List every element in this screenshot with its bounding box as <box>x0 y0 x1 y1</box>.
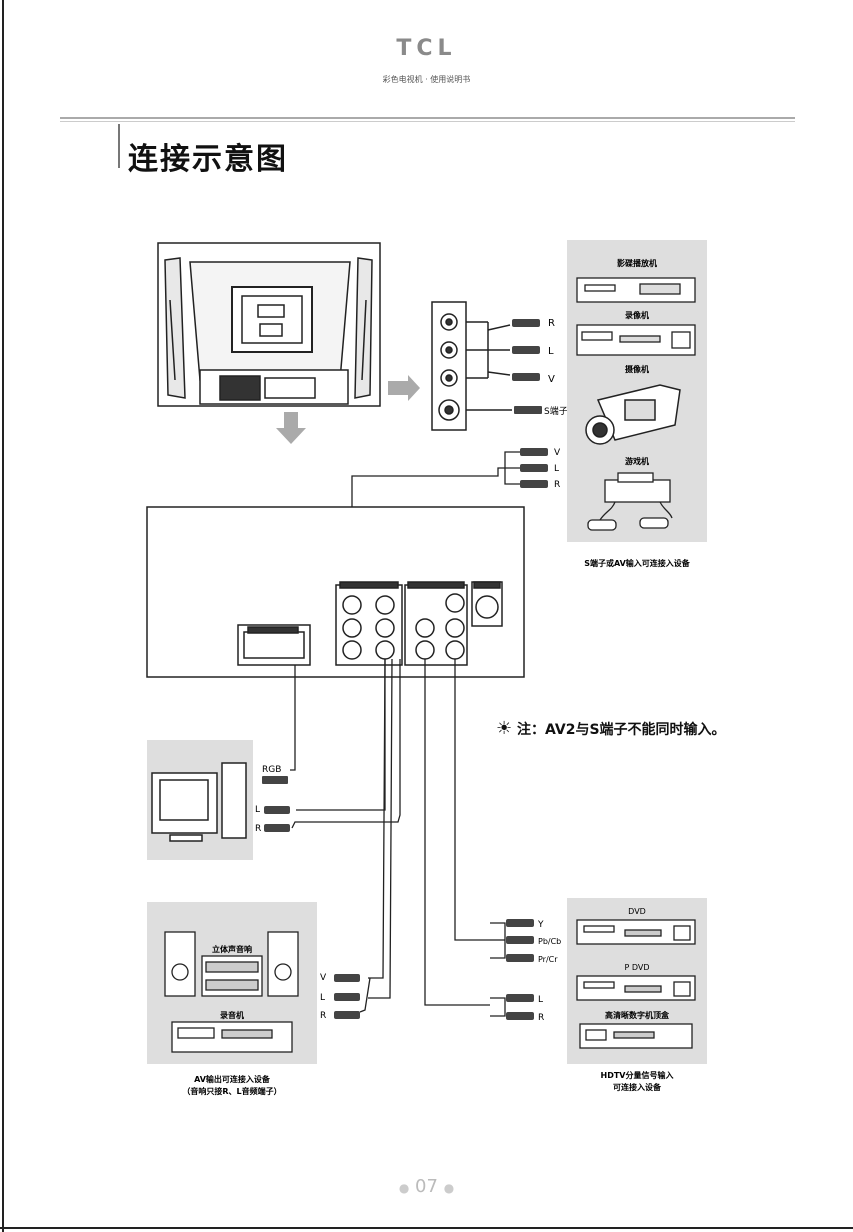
audio-caption-line1: AV输出可连接入设备 <box>194 1074 271 1084</box>
title-accent-bar <box>118 124 120 168</box>
page-number-text: 07 <box>415 1176 438 1197</box>
speaker-left-icon <box>164 931 196 997</box>
tv-rear-illustration <box>157 242 381 407</box>
hdtv-caption-line2: 可连接入设备 <box>613 1082 662 1092</box>
hdtv-cable-plugs <box>506 919 534 1020</box>
vcd-player-icon <box>576 277 696 303</box>
dvd-label-pr: Pr/Cr <box>538 955 558 964</box>
dvd-label-l: L <box>538 995 543 1005</box>
set-top-box-icon <box>579 1023 693 1049</box>
input-devices-caption: S端子或AV输入可连接入设备 <box>584 558 691 568</box>
tape-recorder-icon <box>171 1021 293 1053</box>
camcorder-icon <box>585 384 681 445</box>
vga-connector <box>237 624 311 666</box>
side-label-r: R <box>548 318 555 329</box>
note-text: 注：AV2与S端子不能同时输入。 <box>517 722 726 738</box>
tip-icon: ☀ <box>496 718 513 739</box>
hdtv-jack-block <box>404 581 468 666</box>
header-rule-thin <box>60 121 795 122</box>
side-cable-plugs <box>512 319 542 414</box>
rear-av-cable-plugs <box>520 448 548 488</box>
audio-label-v: V <box>320 973 327 983</box>
dvd-player-icon <box>576 919 696 945</box>
pdvd-player-icon <box>576 975 696 1001</box>
side-label-s: S端子 <box>544 405 568 417</box>
game-console-icon <box>587 472 673 531</box>
av-jack-block <box>335 581 403 666</box>
pc-label-r: R <box>255 824 261 834</box>
connection-note: ☀ 注：AV2与S端子不能同时输入。 <box>496 718 726 739</box>
page-title: 连接示意图 <box>128 142 288 177</box>
audio-cable-plugs <box>334 974 360 1019</box>
vcr-icon <box>576 324 696 356</box>
rear-label-l: L <box>554 464 559 474</box>
page-border-left <box>2 0 4 1232</box>
speaker-right-icon <box>267 931 299 997</box>
device-label-dvd: DVD <box>628 907 646 916</box>
pc-label-l: L <box>255 805 260 815</box>
side-label-l: L <box>548 346 554 357</box>
hdtv-caption-line1: HDTV分量信号输入 <box>601 1070 674 1080</box>
dvd-label-pb: Pb/Cb <box>538 937 561 946</box>
dvd-label-r: R <box>538 1013 544 1023</box>
dvd-label-y: Y <box>537 920 544 930</box>
device-label-recorder: 录音机 <box>220 1010 244 1020</box>
device-label-vcd: 影碟播放机 <box>617 258 657 268</box>
antenna-jack <box>471 581 503 627</box>
rear-label-r: R <box>554 480 560 490</box>
header-rule <box>60 117 795 119</box>
audio-label-l: L <box>320 993 325 1003</box>
pc-cable-plugs <box>262 776 290 832</box>
side-label-v: V <box>548 374 555 385</box>
stereo-icon <box>201 955 263 997</box>
brand-logo: TCL <box>396 36 457 61</box>
page-number: ● 07 ● <box>0 1176 853 1197</box>
computer-icon <box>151 762 247 842</box>
page-dot-right: ● <box>443 1181 455 1195</box>
audio-label-r: R <box>320 1011 326 1021</box>
pc-label-rgb: RGB <box>262 765 281 775</box>
device-label-stereo: 立体声音响 <box>212 944 252 954</box>
header-subtitle: 彩色电视机 · 使用说明书 <box>382 75 471 84</box>
device-label-vcr: 录像机 <box>625 310 649 320</box>
rear-output-cables <box>290 658 506 1017</box>
device-label-pdvd: P DVD <box>624 963 649 972</box>
device-label-camcorder: 摄像机 <box>625 364 649 374</box>
page-border-bottom <box>0 1227 853 1229</box>
arrow-down-icon <box>276 412 306 444</box>
rear-label-v: V <box>554 448 561 458</box>
device-label-settop: 高清晰数字机顶盒 <box>605 1010 670 1020</box>
device-label-game: 游戏机 <box>625 456 649 466</box>
arrow-right-icon <box>388 375 420 401</box>
page-dot-left: ● <box>398 1181 410 1195</box>
audio-caption-line2: （音响只接R、L音频端子） <box>182 1086 281 1096</box>
side-jack-panel <box>431 301 512 431</box>
